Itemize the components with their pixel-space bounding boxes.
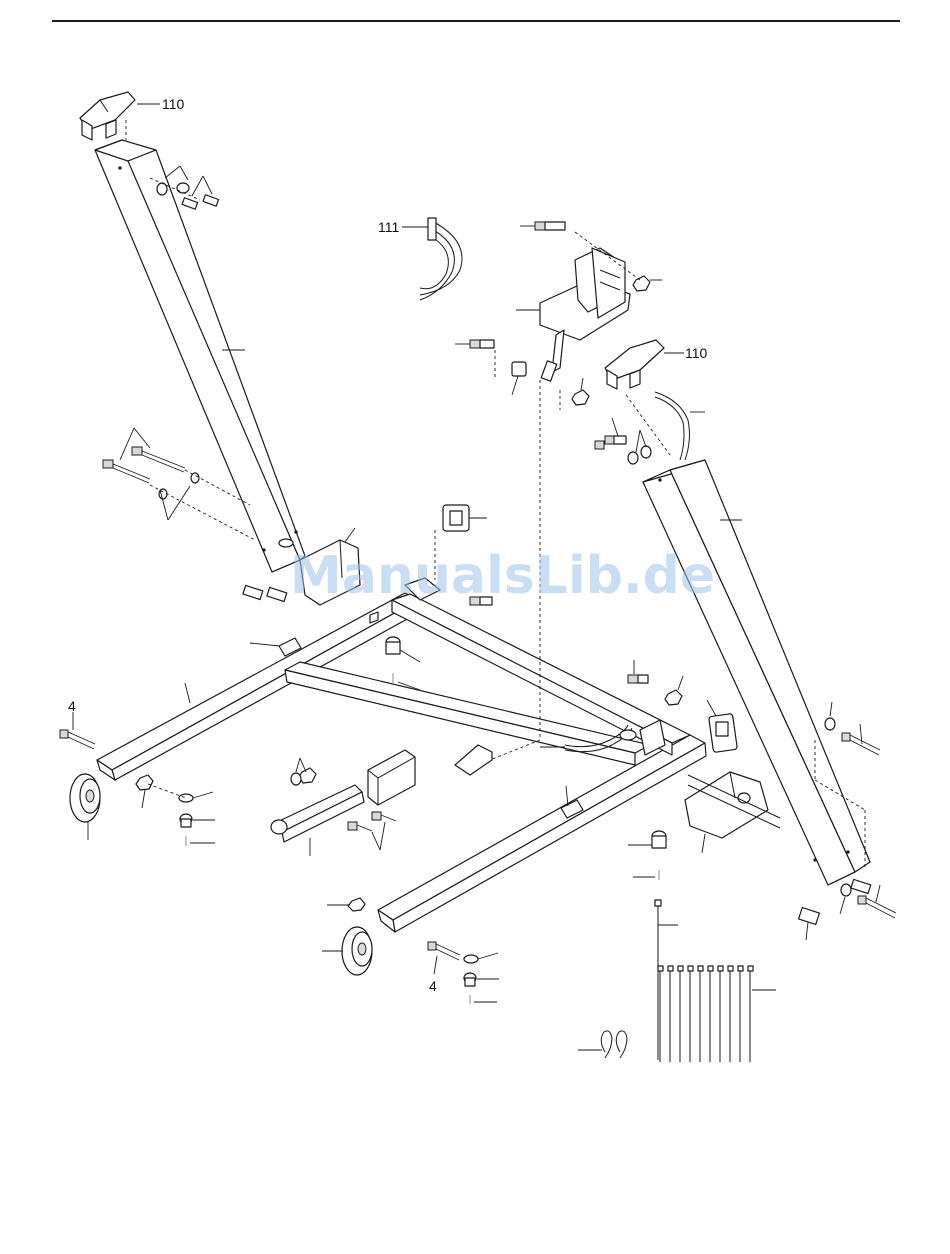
right-upright-wire — [655, 392, 705, 460]
left-levelers — [148, 784, 215, 846]
wire-harness — [420, 218, 462, 300]
clip-pair — [578, 1031, 627, 1058]
right-wheel — [322, 927, 372, 975]
callout-111: 111 — [378, 219, 399, 235]
right-base-fasteners — [799, 879, 896, 940]
left-upright-cap — [80, 92, 135, 140]
center-leveler — [386, 637, 420, 690]
wheel-bolt-left — [60, 712, 95, 749]
tilt-crossbar — [271, 750, 415, 842]
bottom-levelers — [464, 953, 499, 1004]
rear-roller-bracket — [685, 772, 768, 853]
right-upright — [643, 460, 870, 885]
left-base-pins — [243, 585, 287, 601]
cable-ties — [658, 966, 776, 1062]
left-wheel — [70, 774, 100, 840]
watermark: ManualsLib.de — [290, 546, 715, 606]
right-leveler — [628, 831, 666, 880]
center-slide-bracket — [455, 745, 492, 775]
callout-110-left: 110 — [162, 96, 185, 112]
wheel-bolt-bottom — [428, 942, 460, 974]
right-upright-cap — [605, 340, 664, 389]
callout-4-bottom: 4 — [429, 978, 437, 994]
left-upright — [95, 140, 305, 572]
right-frame-cover — [707, 700, 737, 752]
callout-110-right: 110 — [685, 345, 708, 361]
long-rod — [655, 900, 678, 1060]
callout-4-left: 4 — [68, 698, 76, 714]
right-upper-fasteners — [595, 395, 670, 464]
